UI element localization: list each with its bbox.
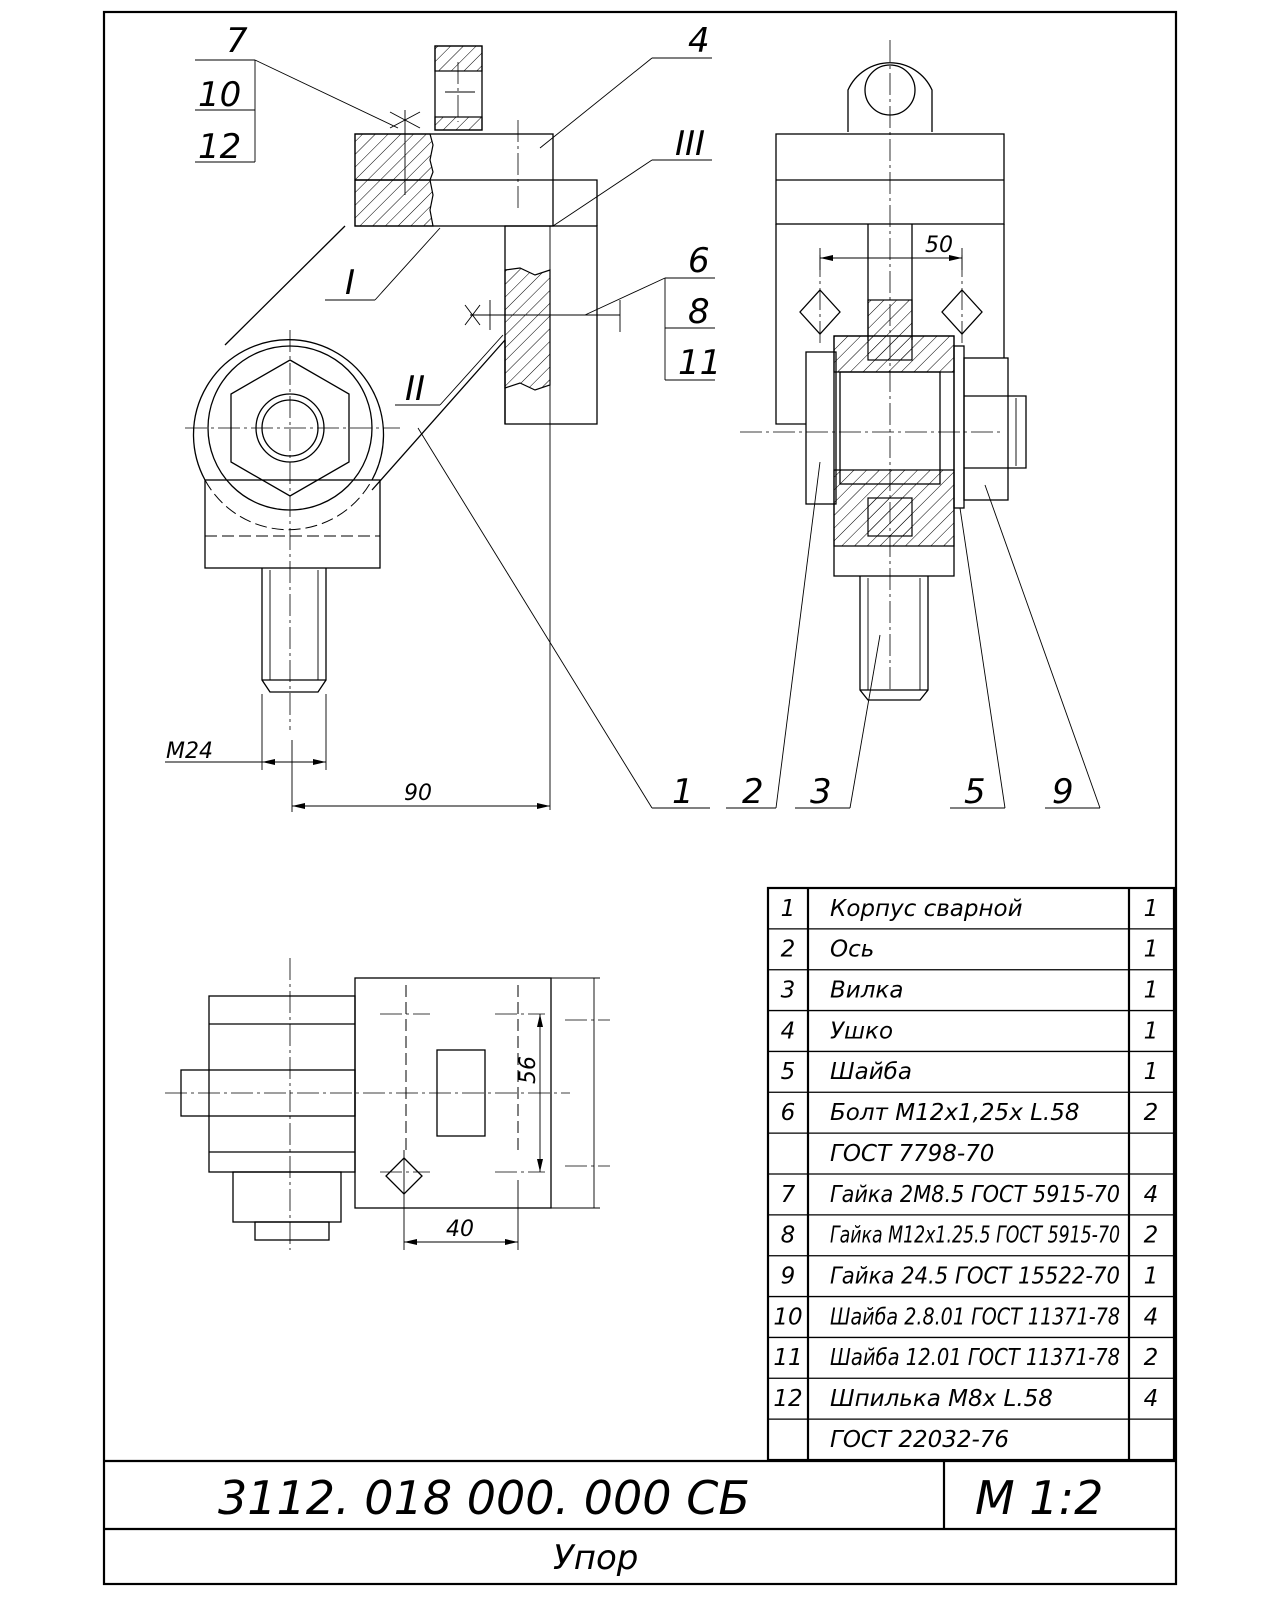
spec-qty: 1 <box>1144 977 1159 1003</box>
spec-name: Гайка М12х1.25.5 ГОСТ 5915-70 <box>830 1223 1120 1249</box>
spec-pos: 9 <box>781 1263 796 1289</box>
drawing-name: Упор <box>553 1538 638 1578</box>
dim-m24: M24 <box>166 739 213 764</box>
spec-name: Корпус сварной <box>830 896 1023 922</box>
spec-pos: 6 <box>781 1100 796 1126</box>
side-leaders <box>726 461 1101 809</box>
spec-qty: 2 <box>1144 1345 1159 1371</box>
spec-name: Вилка <box>830 977 903 1003</box>
leader-4: 4 <box>688 21 710 61</box>
front-leaders <box>195 57 715 809</box>
dim-50: 50 <box>925 233 953 258</box>
leader-7: 7 <box>226 21 248 61</box>
leader-9: 9 <box>1052 772 1074 812</box>
leader-3: 3 <box>810 772 832 812</box>
spec-name: ГОСТ 7798-70 <box>830 1141 994 1167</box>
front-dimensions <box>165 694 550 812</box>
top-dimensions <box>404 1014 543 1245</box>
spec-name: Шайба 2.8.01 ГОСТ 11371-78 <box>830 1304 1120 1330</box>
spec-qty: 1 <box>1144 1263 1159 1289</box>
spec-qty: 4 <box>1144 1304 1159 1330</box>
spec-pos: 8 <box>781 1223 796 1249</box>
spec-pos: 10 <box>773 1304 802 1330</box>
leader-12: 12 <box>198 127 241 167</box>
leader-11: 11 <box>678 343 721 383</box>
spec-pos: 12 <box>773 1386 802 1412</box>
side-view <box>740 40 1027 701</box>
drawing-designation: 3112. 018 000. 000 СБ <box>218 1471 750 1525</box>
spec-qty: 2 <box>1144 1223 1159 1249</box>
drawing-scale: М 1:2 <box>975 1471 1103 1525</box>
leader-I: I <box>345 263 355 303</box>
spec-name: Ушко <box>830 1018 893 1044</box>
spec-name: Болт М12х1,25х L.58 <box>830 1100 1080 1126</box>
dim-56: 56 <box>516 1056 541 1084</box>
leader-II: II <box>405 369 425 409</box>
spec-pos: 5 <box>781 1059 796 1085</box>
top-view <box>165 958 610 1250</box>
leader-8: 8 <box>688 292 710 332</box>
spec-qty: 2 <box>1144 1100 1159 1126</box>
dim-90: 90 <box>404 781 432 806</box>
spec-pos: 1 <box>781 896 796 922</box>
spec-pos: 4 <box>781 1018 796 1044</box>
spec-name: Шпилька М8х L.58 <box>830 1386 1053 1412</box>
leader-5: 5 <box>964 772 986 812</box>
spec-name: Гайка 24.5 ГОСТ 15522-70 <box>830 1263 1120 1289</box>
spec-qty: 1 <box>1144 1018 1159 1044</box>
spec-name: ГОСТ 22032-76 <box>830 1427 1009 1453</box>
leader-6: 6 <box>688 241 710 281</box>
spec-name: Гайка 2М8.5 ГОСТ 5915-70 <box>830 1182 1120 1208</box>
spec-pos: 7 <box>781 1182 796 1208</box>
front-view <box>185 45 621 810</box>
spec-pos: 3 <box>781 977 796 1003</box>
leader-1: 1 <box>672 772 694 812</box>
spec-qty: 4 <box>1144 1182 1159 1208</box>
spec-pos: 11 <box>773 1345 802 1371</box>
spec-qty: 4 <box>1144 1386 1159 1412</box>
spec-name: Шайба 12.01 ГОСТ 11371-78 <box>830 1345 1120 1371</box>
leader-2: 2 <box>742 772 764 812</box>
spec-qty: 1 <box>1144 896 1159 922</box>
spec-name: Ось <box>830 937 874 963</box>
leader-10: 10 <box>198 75 241 115</box>
side-dimensions <box>819 248 963 270</box>
spec-name: Шайба <box>830 1059 912 1085</box>
spec-qty: 1 <box>1144 1059 1159 1085</box>
leader-III: III <box>675 124 705 164</box>
spec-qty: 1 <box>1144 937 1159 963</box>
dim-40: 40 <box>446 1217 474 1242</box>
spec-pos: 2 <box>781 937 796 963</box>
